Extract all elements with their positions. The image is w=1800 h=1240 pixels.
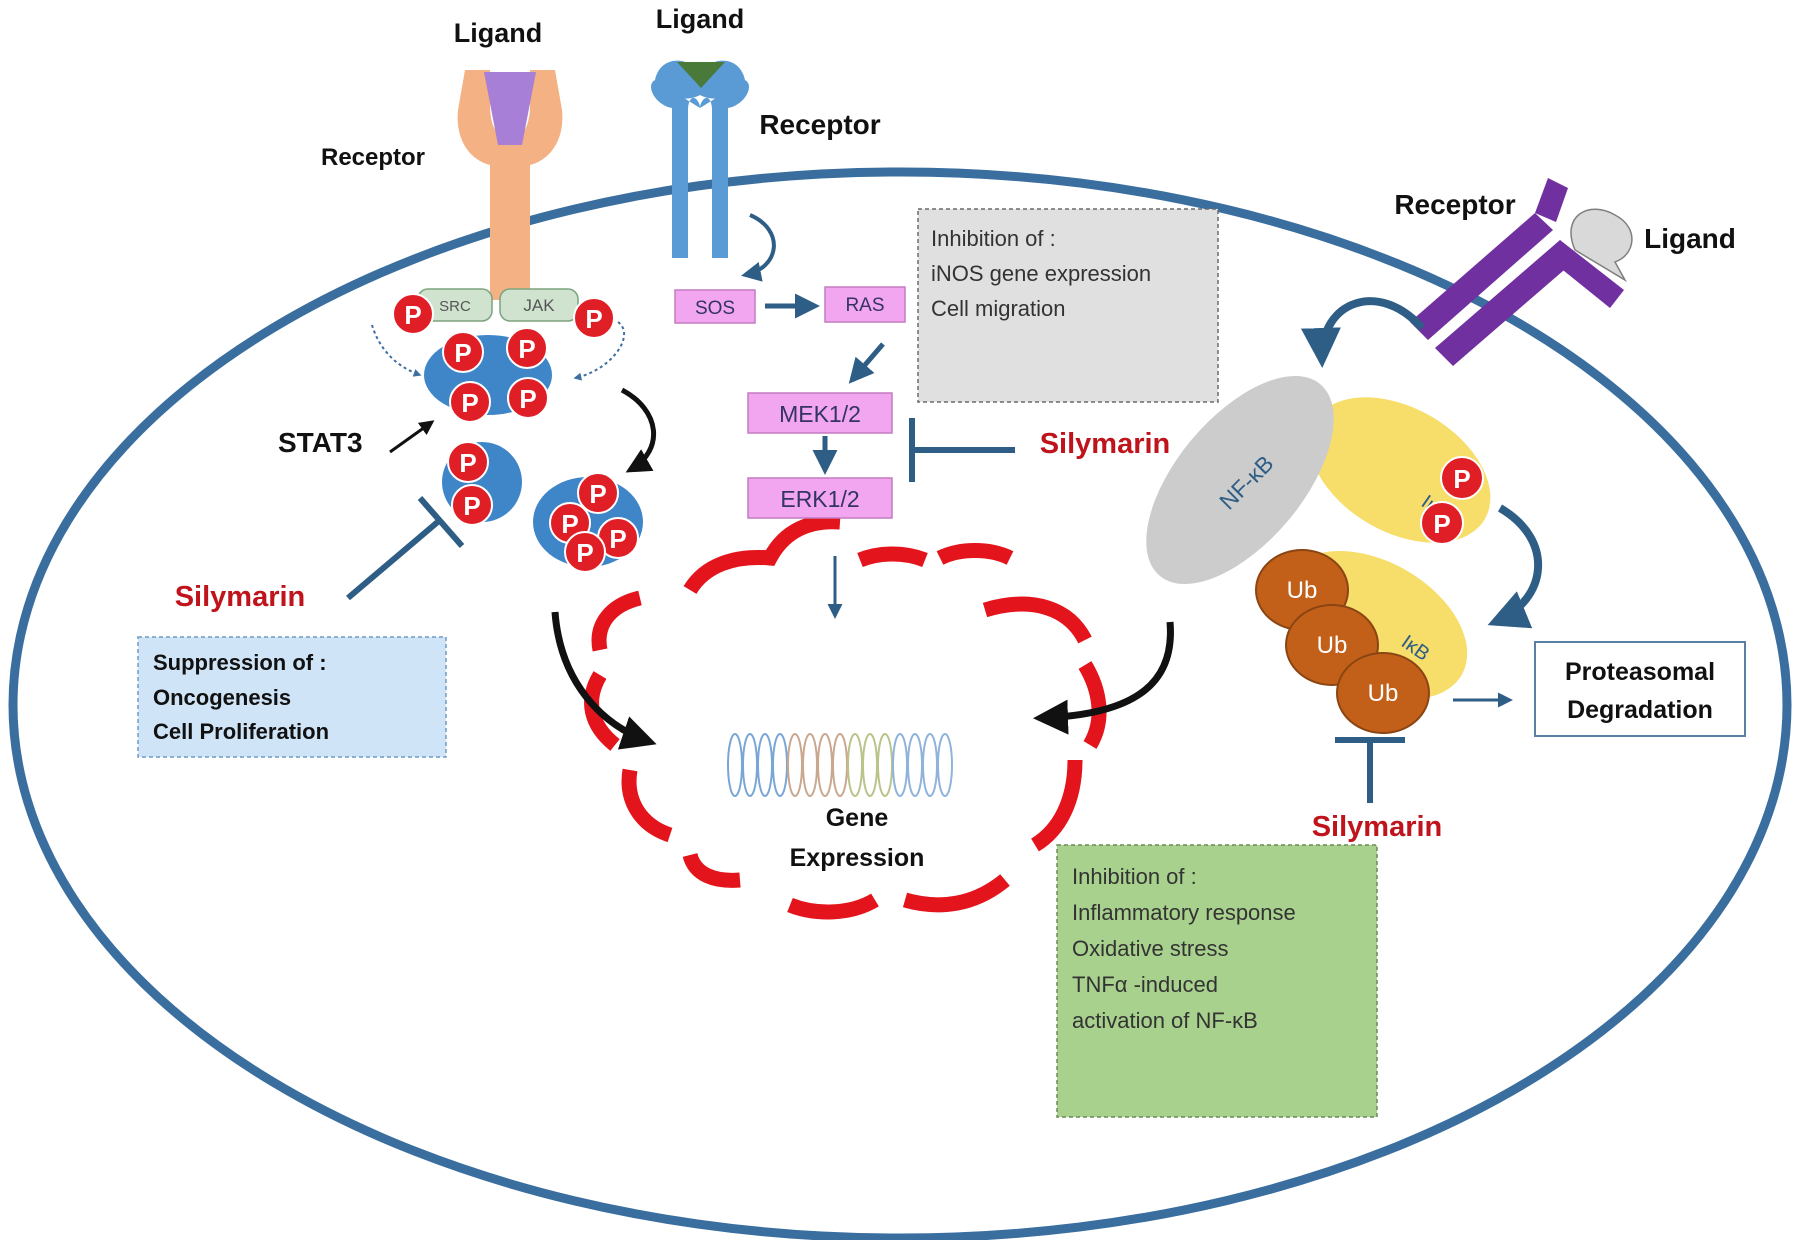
receptor-to-ikb-arrow <box>1300 297 1426 368</box>
nfkb-effects-line1: Inhibition of : <box>1072 864 1197 889</box>
phospho-ikb-2: P <box>1420 501 1464 545</box>
mapk-effects-box <box>917 208 1219 403</box>
jak-stat-effects-box <box>137 636 447 758</box>
jak-phospho-arrow <box>573 321 625 381</box>
mapk-effects-line1: Inhibition of : <box>931 226 1056 251</box>
receptor-middle-label: Receptor <box>759 109 880 140</box>
phospho-p: P <box>451 484 493 526</box>
nfkb-complex <box>1146 376 1334 584</box>
nfkb-effects-box <box>1056 844 1378 1118</box>
stat3-pointer-arrow <box>389 420 435 454</box>
svg-text:Ub: Ub <box>1317 632 1348 659</box>
silymarin-label-middle: Silymarin <box>1040 428 1171 460</box>
phospho-p: P <box>447 441 489 483</box>
svg-text:P: P <box>561 509 578 539</box>
svg-text:P: P <box>589 479 606 509</box>
degradation-line1: Proteasomal <box>1565 658 1715 686</box>
receptor-to-sos-arrow <box>741 213 776 282</box>
svg-text:P: P <box>518 334 535 364</box>
phospho-p: P <box>564 531 606 573</box>
stat3-label: STAT3 <box>278 427 363 458</box>
nucleus-envelope <box>584 514 1107 920</box>
svg-text:P: P <box>404 300 421 330</box>
sos-box <box>674 289 756 324</box>
nfkb-effects-line5: activation of NF-κB <box>1072 1008 1258 1033</box>
proteasomal-degradation-box <box>1534 641 1746 737</box>
phospho-p: P <box>449 381 491 423</box>
nfkb-effects-line4: TNFα -induced <box>1072 972 1218 997</box>
phospho-p: P <box>577 472 619 514</box>
nfkb-effects-line3: Oxidative stress <box>1072 936 1229 961</box>
sos-label: SOS <box>695 298 735 319</box>
phospho-ikb-1: P <box>1440 456 1484 500</box>
mek-box <box>747 392 893 434</box>
jak-label: JAK <box>523 296 555 315</box>
svg-text:P: P <box>461 388 478 418</box>
phospho-p: P <box>442 331 484 373</box>
gene-expression-label-line2: Expression <box>790 844 925 872</box>
svg-text:P: P <box>585 304 602 334</box>
silymarin-inhibition-ub <box>1335 737 1405 803</box>
erk-label: ERK1/2 <box>780 486 859 512</box>
svg-text:Ub: Ub <box>1368 680 1399 707</box>
ligand-right <box>1570 208 1633 283</box>
svg-text:P: P <box>1433 509 1450 539</box>
jak-stat-effects-line1: Suppression of : <box>153 650 327 675</box>
ub-3: Ub <box>1336 652 1430 734</box>
jak-stat-effects-line2: Oncogenesis <box>153 685 291 710</box>
jak-stat-effects-line3: Cell Proliferation <box>153 719 329 744</box>
ras-to-mek-arrow <box>848 342 885 384</box>
degradation-line2: Degradation <box>1567 696 1713 724</box>
gene-expression-label-line1: Gene <box>826 804 889 832</box>
receptor-middle <box>651 80 749 258</box>
receptor-left-label: Receptor <box>321 144 425 171</box>
ikb-ubiquitination-arrow <box>1487 504 1542 629</box>
phospho-p: P <box>506 327 548 369</box>
ligand-middle-label: Ligand <box>656 4 745 34</box>
nfkb-nuclear-translocation-arrow <box>1033 621 1174 735</box>
silymarin-inhibition-mek <box>909 418 1015 482</box>
cell-membrane <box>8 167 1792 1240</box>
svg-text:P: P <box>463 491 480 521</box>
phospho-p: P <box>507 377 549 419</box>
svg-text:P: P <box>609 524 626 554</box>
phospho-group-left: P P P P P P P P P P P P <box>392 293 639 573</box>
stat3-nuclear-translocation-arrow <box>551 611 657 750</box>
svg-text:Ub: Ub <box>1287 577 1318 604</box>
phospho-p: P <box>573 297 615 339</box>
svg-text:P: P <box>519 384 536 414</box>
ligand-left <box>484 72 536 145</box>
svg-text:P: P <box>576 538 593 568</box>
ras-label: RAS <box>845 295 884 316</box>
nfkb-effects-line2: Inflammatory response <box>1072 900 1296 925</box>
erk-box <box>747 477 893 519</box>
dna-helix <box>727 733 953 797</box>
receptor-right-label: Receptor <box>1394 189 1515 220</box>
stat3-dimerization-arrow <box>620 387 656 473</box>
phospho-p: P <box>597 517 639 559</box>
mapk-effects-line2: iNOS gene expression <box>931 261 1151 286</box>
ligand-left-label: Ligand <box>454 18 543 48</box>
receptor-right <box>1410 178 1624 366</box>
silymarin-label-right: Silymarin <box>1312 811 1443 843</box>
phospho-p: P <box>392 293 434 335</box>
src-label: SRC <box>439 298 471 315</box>
mek-label: MEK1/2 <box>779 401 861 427</box>
ligand-middle <box>677 62 725 88</box>
mapk-effects-line3: Cell migration <box>931 296 1066 321</box>
svg-text:P: P <box>1453 464 1470 494</box>
svg-text:P: P <box>459 448 476 478</box>
receptor-left <box>457 70 563 300</box>
silymarin-inhibition-stat3 <box>346 496 465 601</box>
silymarin-label-left: Silymarin <box>175 581 306 613</box>
ligand-right-label: Ligand <box>1644 223 1736 254</box>
svg-text:P: P <box>454 338 471 368</box>
ras-box <box>824 286 906 323</box>
